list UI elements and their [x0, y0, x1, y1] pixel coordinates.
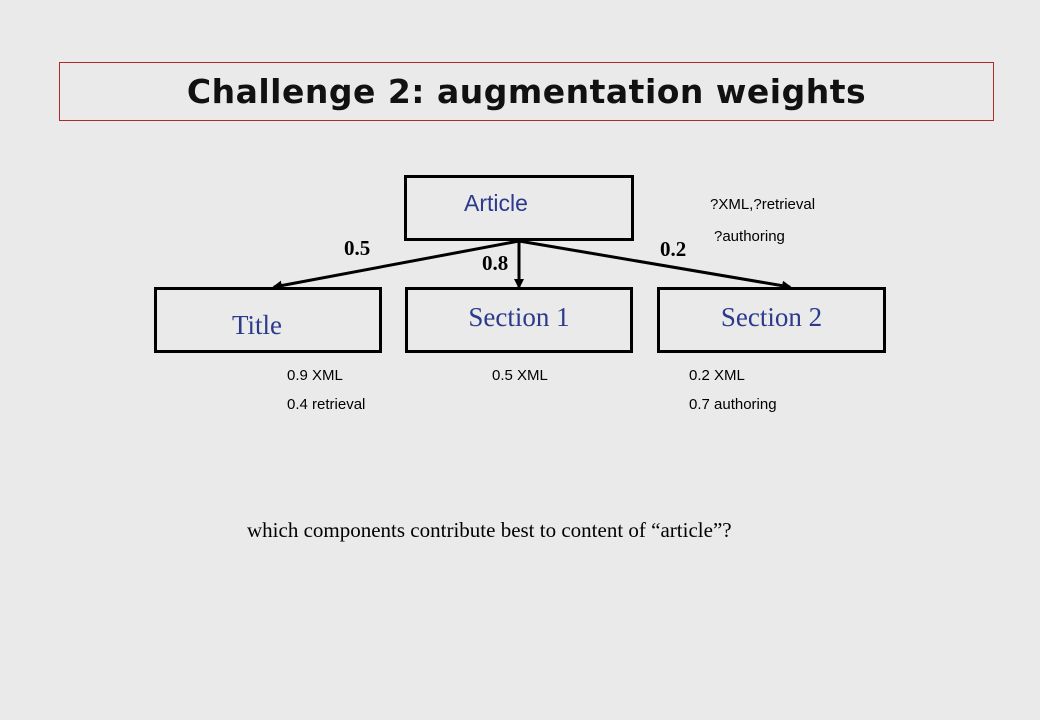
section-2-note-xml: 0.2 XML — [689, 367, 745, 384]
node-article: Article — [404, 175, 634, 241]
node-section-1-label: Section 1 — [468, 301, 570, 332]
node-title-label: Title — [232, 309, 283, 340]
edge-article-title — [272, 239, 520, 291]
question-text: which components contribute best to cont… — [247, 518, 732, 542]
root-note-authoring: ?authoring — [714, 228, 785, 245]
node-section-2: Section 2 — [657, 287, 886, 353]
node-section-2-label: Section 2 — [720, 301, 823, 332]
node-title: Title — [154, 287, 382, 353]
title-note-xml: 0.9 XML — [287, 367, 343, 384]
title-note-retrieval: 0.4 retrieval — [287, 396, 366, 413]
edge-article-section2 — [518, 239, 792, 291]
slide-title: Challenge 2: augmentation weights — [186, 72, 867, 111]
weight-title: 0.5 — [344, 236, 371, 260]
section-2-note-authoring: 0.7 authoring — [689, 396, 777, 413]
slide-title-box: Challenge 2: augmentation weights — [59, 62, 994, 121]
weight-section-2: 0.2 — [660, 237, 687, 261]
node-article-label: Article — [464, 189, 528, 216]
node-section-1: Section 1 — [405, 287, 633, 353]
root-note-xml-retrieval: ?XML,?retrieval — [710, 196, 816, 213]
section-1-note-xml: 0.5 XML — [492, 367, 548, 384]
weight-section-1: 0.8 — [482, 251, 509, 275]
